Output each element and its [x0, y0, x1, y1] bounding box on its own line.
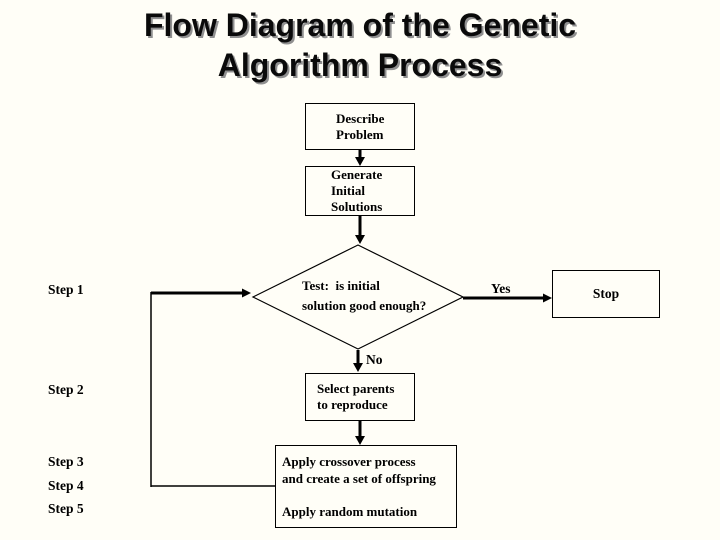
node-generate-line-3: Solutions: [331, 199, 383, 214]
node-generate-line-1: Generate: [331, 167, 383, 182]
node-stop-label: Stop: [592, 286, 620, 301]
node-crossover-line-1: Apply crossover process: [282, 454, 416, 469]
node-generate-line-2: Initial: [331, 183, 365, 198]
node-test-decision-text: Test: is initial solution good enough?: [302, 276, 426, 316]
node-test-line-2: solution good enough?: [302, 298, 427, 313]
arrow-select-to-crossover-head: [355, 436, 365, 445]
feedback-loop-arrowhead: [242, 288, 251, 298]
no-branch-label: No: [366, 352, 383, 367]
node-crossover-and-mutation: Apply crossover process and create a set…: [275, 445, 457, 528]
step-label-5: Step 5: [48, 501, 84, 516]
node-describe-problem-line-1: Describe: [336, 110, 385, 126]
step-label-2: Step 2: [48, 382, 84, 397]
step-label-1: Step 1: [48, 282, 84, 297]
page-title: Flow Diagram of the Genetic Algorithm Pr…: [0, 5, 720, 85]
node-describe-problem-line-2: Problem: [336, 126, 384, 142]
arrow-test-to-select-head: [353, 363, 363, 372]
node-select-parents-line-2: to reproduce: [317, 397, 388, 412]
node-text-spacer: [282, 487, 456, 503]
node-crossover-line-2: and create a set of offspring: [282, 471, 436, 486]
arrow-describe-to-generate-head: [355, 157, 365, 166]
node-select-parents-line-1: Select parents: [317, 381, 395, 396]
node-select-parents: Select parents to reproduce: [305, 373, 415, 421]
node-describe-problem: Describe Problem: [305, 103, 415, 150]
arrow-generate-to-test-head: [355, 235, 365, 244]
node-mutation-label: Apply random mutation: [282, 504, 418, 519]
arrow-test-to-stop-head: [543, 293, 552, 303]
decision-diamond: [251, 244, 465, 350]
step-label-4: Step 4: [48, 478, 84, 493]
node-test-line-1: Test: is initial: [302, 278, 380, 293]
step-label-3: Step 3: [48, 454, 84, 469]
node-generate-initial-solutions: Generate Initial Solutions: [305, 166, 415, 216]
page-title-line-1: Flow Diagram of the Genetic: [143, 7, 577, 43]
page-title-line-2: Algorithm Process: [217, 47, 503, 83]
yes-branch-label: Yes: [491, 281, 511, 296]
node-stop: Stop: [552, 270, 660, 318]
